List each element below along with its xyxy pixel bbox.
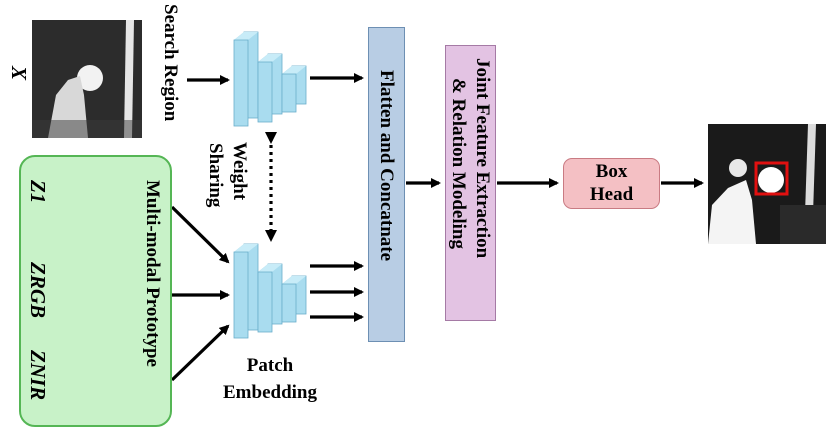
weight-sharing-label-line2: Sharing bbox=[205, 143, 226, 208]
weight-sharing-label-line1: Weight bbox=[229, 142, 250, 201]
arrow-znir-to-embed bbox=[170, 324, 230, 382]
joint-feature-label-line2: & Relation Modeling bbox=[448, 78, 469, 249]
prototype-title: Multi-modal Prototype bbox=[142, 180, 163, 367]
arrows bbox=[170, 73, 704, 382]
patch-embedding-label: Patch Embedding bbox=[200, 354, 340, 404]
search-region-symbol: X bbox=[7, 66, 31, 81]
flatten-concat-label: Flatten and Concatnate bbox=[376, 70, 397, 262]
prototype-symbol-zrgb: ZRGB bbox=[26, 262, 50, 319]
prototype-symbol-z1: Z1 bbox=[26, 180, 50, 204]
patch-embedding-top bbox=[233, 31, 307, 127]
bbox-rectangle bbox=[754, 161, 789, 196]
patch-embedding-bottom bbox=[233, 243, 307, 339]
prototype-symbol-znir: ZNIR bbox=[26, 350, 50, 401]
joint-feature-label-line1: Joint Feature Extraction bbox=[472, 58, 493, 259]
box-head-label: Box Head bbox=[563, 160, 660, 206]
multimodal-prototype-box bbox=[19, 155, 172, 427]
search-region-label: Search Region bbox=[160, 4, 181, 122]
output-image bbox=[708, 124, 826, 244]
joint-feature-box bbox=[445, 45, 496, 321]
patch-embedding-line2: Embedding bbox=[223, 382, 317, 403]
search-region-image bbox=[32, 20, 142, 138]
patch-embedding-line1: Patch bbox=[246, 355, 294, 376]
box-head-box bbox=[563, 158, 660, 209]
box-head-line2: Head bbox=[589, 184, 634, 205]
arrow-z1-to-embed bbox=[170, 205, 230, 264]
flatten-concat-box bbox=[368, 27, 405, 342]
box-head-line1: Box bbox=[595, 161, 628, 182]
